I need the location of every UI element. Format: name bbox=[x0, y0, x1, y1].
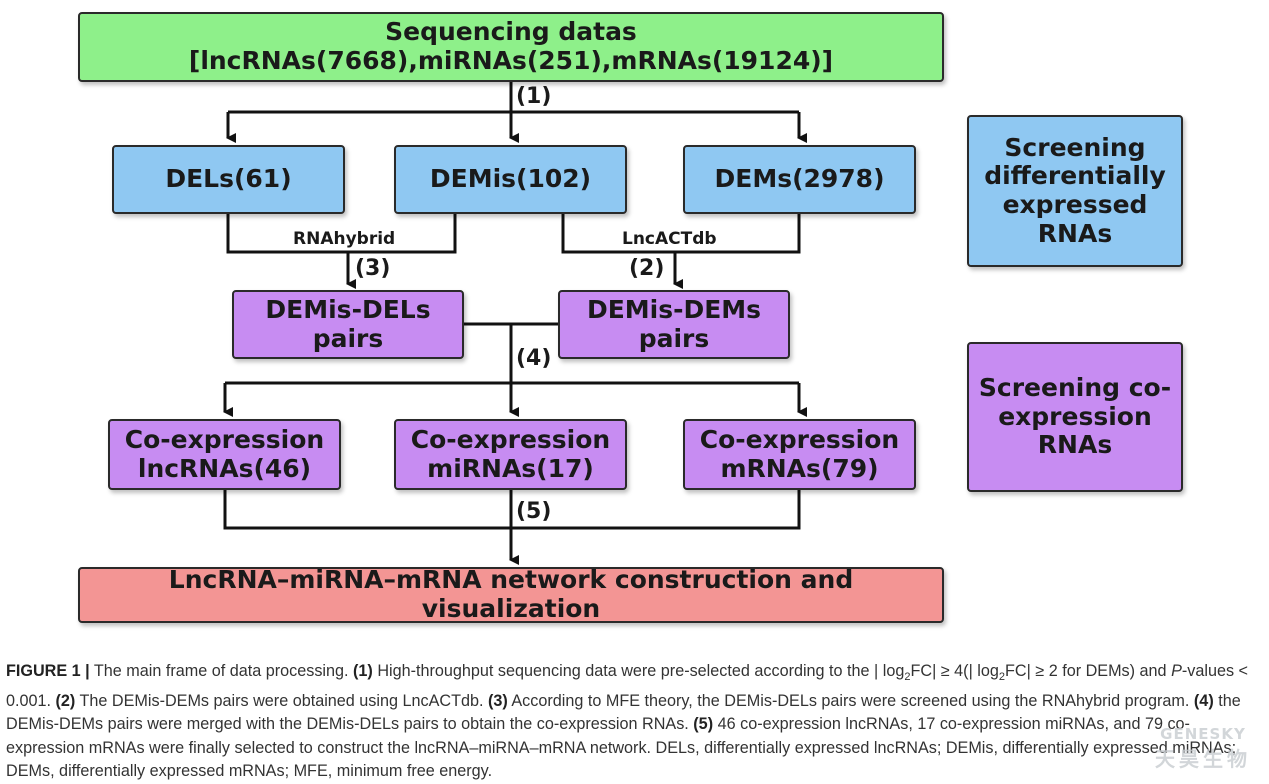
screening-diff-line1: Screening bbox=[1004, 132, 1146, 162]
demis-dels-line1: DEMis-DELs bbox=[265, 294, 431, 324]
demis-label: DEMis(102) bbox=[429, 164, 592, 194]
caption-step: (1) bbox=[353, 662, 373, 680]
screening-coexp-line1: Screening co- bbox=[978, 372, 1172, 402]
coexp-lnc-line2: lncRNAs(46) bbox=[137, 453, 312, 483]
figure-caption: FIGURE 1 | The main frame of data proces… bbox=[6, 660, 1256, 784]
caption-text: ≥ 4(| bbox=[936, 662, 973, 680]
coexp-lncrnas-box: Co-expression lncRNAs(46) bbox=[108, 419, 341, 490]
dems-label: DEMs(2978) bbox=[714, 164, 885, 194]
step-3-label: (3) bbox=[355, 256, 391, 281]
screening-diff-line2: differentially bbox=[984, 161, 1166, 191]
screening-coexp-line2: expression bbox=[998, 401, 1152, 431]
caption-step: (4) bbox=[1193, 691, 1214, 710]
flow-connectors bbox=[223, 82, 807, 565]
caption-text: log bbox=[878, 662, 905, 680]
network-label: LncRNA–miRNA–mRNA network construction a… bbox=[168, 565, 854, 623]
dems-box: DEMs(2978) bbox=[683, 145, 916, 214]
demis-dems-line1: DEMis-DEMs bbox=[586, 294, 762, 324]
screening-diff-line4: RNAs bbox=[1037, 218, 1113, 248]
coexp-mi-line1: Co-expression bbox=[410, 424, 611, 454]
caption-text: log bbox=[972, 662, 999, 680]
coexp-m-line1: Co-expression bbox=[699, 424, 900, 454]
merge-line-3 bbox=[226, 214, 457, 254]
caption-subscript: 2 bbox=[998, 671, 1006, 684]
screening-coexp-box: Screening co- expression RNAs bbox=[967, 342, 1183, 492]
lncactdb-label: LncACTdb bbox=[622, 229, 717, 249]
caption-text: the DEMis-DEMs pairs were merged with th… bbox=[6, 691, 1241, 734]
network-box: LncRNA–miRNA–mRNA network construction a… bbox=[78, 565, 944, 623]
step-4-label: (4) bbox=[516, 346, 552, 371]
caption-italic: P bbox=[1171, 662, 1182, 680]
caption-text: ≥ 2 for DEMs) bbox=[1030, 662, 1136, 680]
step-1-label: (1) bbox=[516, 84, 552, 109]
rnahybrid-label: RNAhybrid bbox=[293, 229, 396, 249]
coexp-mirnas-box: Co-expression miRNAs(17) bbox=[394, 419, 627, 490]
sequencing-data-box: Sequencing datas [lncRNAs(7668),miRNAs(2… bbox=[78, 12, 944, 82]
caption-text: High-throughput sequencing data were pre… bbox=[372, 662, 879, 680]
caption-step: (2) bbox=[55, 691, 76, 710]
caption-subscript: 2 bbox=[904, 671, 911, 684]
sequencing-data-label: Sequencing datas [lncRNAs(7668),miRNAs(2… bbox=[188, 17, 834, 75]
screening-diff-box: Screening differentially expressed RNAs bbox=[967, 115, 1183, 267]
dels-label: DELs(61) bbox=[165, 164, 292, 194]
demis-dels-pairs-box: DEMis-DELs pairs bbox=[232, 290, 464, 359]
screening-coexp-line3: RNAs bbox=[1037, 430, 1113, 460]
demis-dems-line2: pairs bbox=[638, 323, 710, 353]
coexp-mrnas-box: Co-expression mRNAs(79) bbox=[683, 419, 916, 490]
watermark-en: GENESKY bbox=[1160, 725, 1246, 743]
step-2-label: (2) bbox=[629, 256, 665, 281]
demis-dels-line2: pairs bbox=[312, 323, 384, 353]
merge-line-2 bbox=[561, 214, 801, 254]
caption-step: (3) bbox=[487, 691, 508, 710]
caption-step: (5) bbox=[693, 715, 714, 734]
dels-box: DELs(61) bbox=[112, 145, 345, 214]
demis-dems-pairs-box: DEMis-DEMs pairs bbox=[558, 290, 790, 359]
screening-diff-line3: expressed bbox=[1002, 190, 1148, 219]
caption-text: and bbox=[1139, 662, 1172, 680]
coexp-m-line2: mRNAs(79) bbox=[720, 453, 879, 483]
demis-box: DEMis(102) bbox=[394, 145, 627, 214]
caption-text: 46 co-expression lncRNAs, 17 co-expressi… bbox=[6, 715, 1237, 781]
caption-figure-label: FIGURE 1 | bbox=[6, 662, 90, 680]
caption-text: According to MFE theory, the DEMis-DELs … bbox=[507, 691, 1194, 710]
caption-text: The DEMis-DEMs pairs were obtained using… bbox=[75, 691, 488, 710]
coexp-lnc-line1: Co-expression bbox=[124, 424, 325, 454]
caption-text: FC| bbox=[910, 662, 937, 680]
coexp-mi-line2: miRNAs(17) bbox=[427, 453, 594, 483]
caption-text: -values < 0.001. bbox=[6, 662, 1249, 710]
watermark-cn: 天昊生物 bbox=[1155, 747, 1251, 771]
step-5-label: (5) bbox=[516, 499, 552, 524]
caption-text: The main frame of data processing. bbox=[89, 662, 354, 680]
caption-text: FC| bbox=[1005, 662, 1031, 680]
genesky-watermark: GENESKY 天昊生物 bbox=[1155, 725, 1251, 772]
